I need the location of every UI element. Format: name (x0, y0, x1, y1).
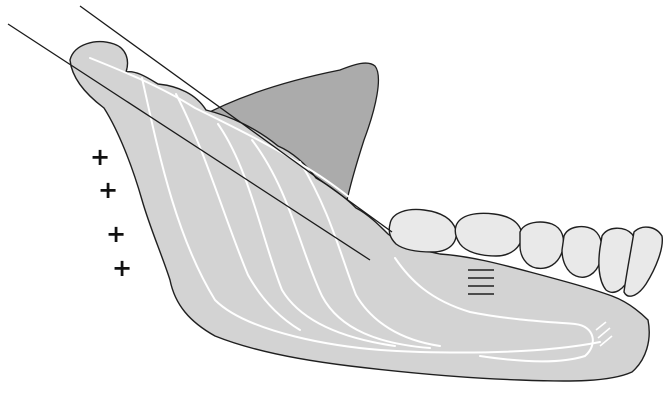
tooth-premolar-1 (520, 222, 564, 268)
plus-markers: + + + + (90, 143, 132, 282)
plus-marker-4: + (112, 254, 132, 282)
tooth-molar-1 (389, 210, 456, 252)
tooth-premolar-2 (562, 227, 602, 278)
plus-marker-2: + (98, 176, 118, 204)
tooth-molar-2 (455, 213, 522, 256)
plus-marker-1: + (90, 143, 110, 171)
plus-marker-3: + (106, 220, 126, 248)
